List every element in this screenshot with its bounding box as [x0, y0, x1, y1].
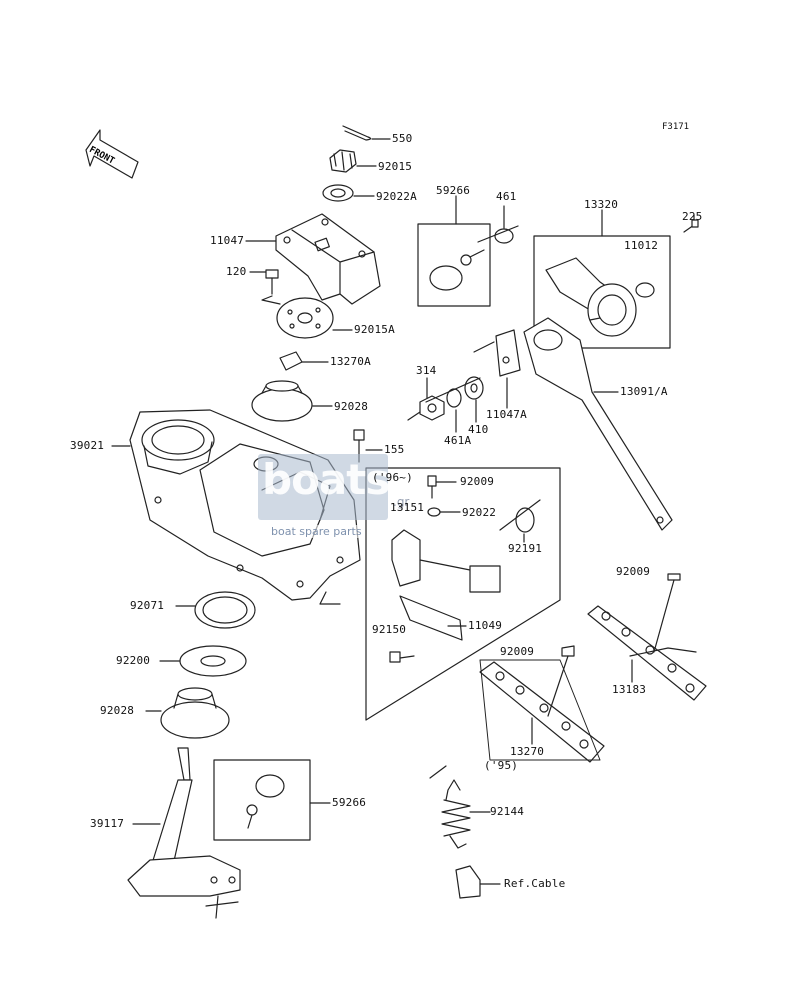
part-label: 39021 [70, 439, 105, 452]
part-label: 59266 [436, 184, 471, 197]
part-label: 410 [468, 423, 489, 436]
part-label: 92071 [130, 599, 165, 612]
shaft-39117 [127, 747, 241, 919]
seal-92071 [175, 591, 256, 629]
part-label: 92015A [354, 323, 395, 336]
washer-92200 [159, 645, 247, 677]
part-label: 92022A [376, 190, 417, 203]
part-label: 120 [226, 265, 247, 278]
watermark-suffix: .gr [393, 495, 410, 509]
part-label: 13091/A [620, 385, 668, 398]
axis-line [407, 377, 481, 421]
part-label: 92022 [462, 506, 497, 519]
part-label: ('96~) [372, 471, 413, 484]
bushing-92028-upper [251, 380, 333, 422]
bushing-92028-lower [145, 687, 230, 739]
part-label: 59266 [332, 796, 367, 809]
bracket-11047 [245, 213, 381, 305]
part-label: 225 [682, 210, 703, 223]
plate-11047A [473, 329, 521, 409]
castle-nut-92015 [329, 149, 377, 173]
part-label: 13270 [510, 745, 545, 758]
part-label: 13151 [390, 501, 425, 514]
watermark-logo: boatsp [262, 455, 419, 504]
box-59266-upper [417, 195, 491, 307]
part-label: 11049 [468, 619, 503, 632]
part-label: 155 [384, 443, 405, 456]
part-label: 92015 [378, 160, 413, 173]
screw-225 [683, 214, 699, 233]
part-label: 92009 [616, 565, 651, 578]
figure-id: F3171 [662, 122, 690, 132]
washer-461 [477, 205, 519, 244]
lever-13091A [523, 317, 673, 531]
box-59266-lower [213, 759, 331, 841]
part-label: ('95) [484, 759, 519, 772]
part-label: 92150 [372, 623, 407, 636]
front-arrow-icon [85, 129, 139, 179]
washer-92022A [322, 184, 375, 202]
box-13320 [533, 209, 671, 349]
box-96-assembly [365, 467, 561, 721]
part-label: 461A [444, 434, 472, 447]
part-label: 92200 [116, 654, 151, 667]
part-label: 11047 [210, 234, 245, 247]
cotter-pin-550 [342, 125, 391, 141]
clip-13270A [279, 351, 329, 371]
washer-461A [446, 388, 462, 433]
part-label: 92009 [500, 645, 535, 658]
part-label: 13320 [584, 198, 619, 211]
bolt-120 [249, 269, 281, 305]
watermark-background [258, 454, 388, 520]
part-label: 92009 [460, 475, 495, 488]
part-label: 92028 [100, 704, 135, 717]
part-label: 550 [392, 132, 413, 145]
part-label: 92144 [490, 805, 525, 818]
ref-cable-bracket [455, 865, 501, 899]
part-label: 314 [416, 364, 437, 377]
spring-92144 [429, 765, 491, 849]
watermark-subtitle: boat spare parts [268, 525, 365, 538]
part-label: 461 [496, 190, 517, 203]
plate-13183 [587, 573, 707, 701]
plate-13270 [479, 645, 605, 763]
plate-92015A [276, 297, 353, 339]
part-label: 13270A [330, 355, 371, 368]
part-label: 92191 [508, 542, 543, 555]
part-label: 39117 [90, 817, 125, 830]
part-label: 92028 [334, 400, 369, 413]
part-label: Ref.Cable [504, 877, 566, 890]
part-label: 11012 [624, 239, 659, 252]
part-label: 11047A [486, 408, 527, 421]
part-label: 13183 [612, 683, 647, 696]
